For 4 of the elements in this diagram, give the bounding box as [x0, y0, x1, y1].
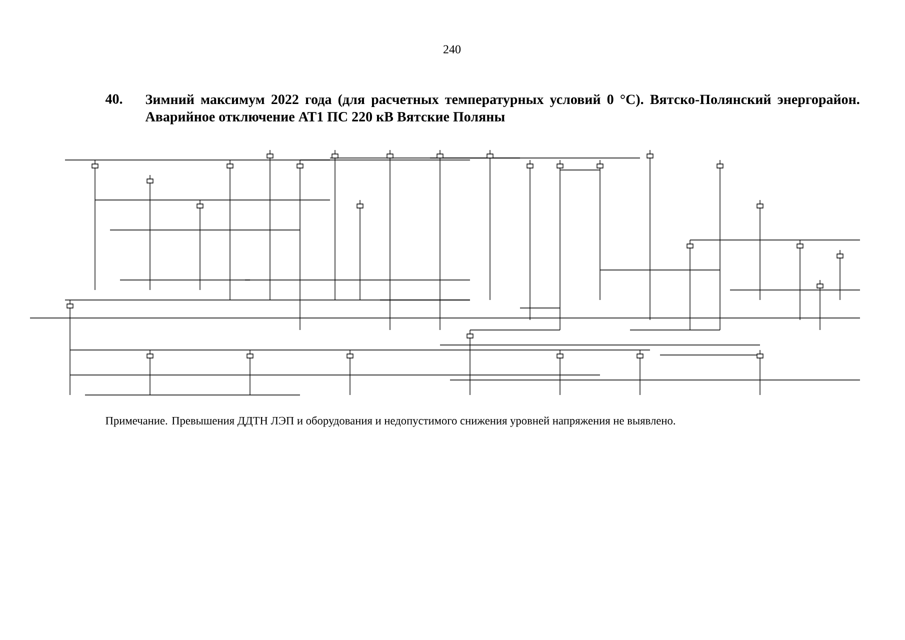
note: Примечание. Превышения ДДТН ЛЭП и оборудования и недопустимого снижения уровней напряжения не выявлено.	[106, 416, 676, 427]
heading: Зимний максимум 2022 года (для расчетных температурных условий 0 °C). Вятско-Полянский энергорайон. Аварийное отключение АТ1 ПС 220 кВ Вятские Поляны	[145, 94, 860, 124]
page-number: 240	[444, 45, 461, 54]
heading-number: 40.	[105, 94, 122, 104]
